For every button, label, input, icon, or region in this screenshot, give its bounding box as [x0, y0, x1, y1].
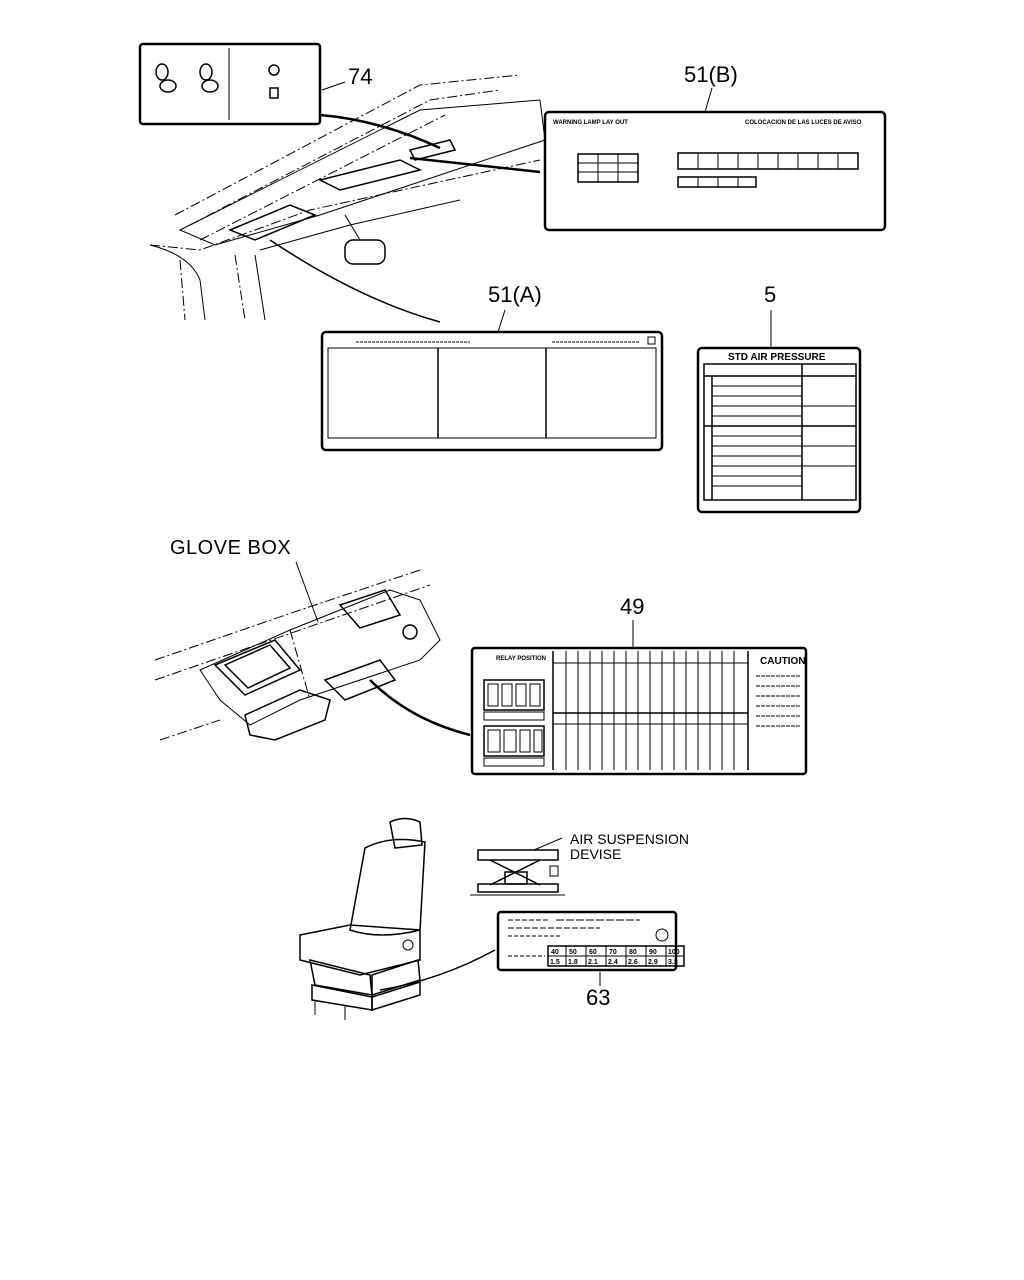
air-suspension-drawing: AIR SUSPENSION DEVISE	[470, 831, 689, 896]
cab-ceiling-drawing	[149, 74, 546, 323]
label-51a: 51(A)	[320, 282, 664, 452]
suspension-table: 40 50 60 70 80 90 100 1.5 1.8 2.1 2.4 2.…	[508, 945, 685, 967]
glove-box-caption: GLOVE BOX	[170, 537, 291, 559]
fuse-block-lower	[483, 725, 545, 767]
table-cell: 2.9	[648, 959, 658, 966]
table-cell: 80	[629, 949, 637, 956]
lamp-grid-left	[577, 153, 639, 183]
label-51b: 51(B) WARNING LAMP LAY OUT COLOCACION DE…	[543, 62, 887, 232]
callout-74: 74	[348, 64, 372, 89]
callout-5: 5	[764, 282, 776, 307]
label-49: 49 RELAY POSITION	[470, 594, 808, 776]
label-74: 74	[138, 42, 372, 126]
lamp-grid-right	[677, 152, 859, 188]
callout-51b: 51(B)	[684, 62, 738, 87]
pressure-rows	[712, 385, 856, 487]
label-5: 5 STD AIR PRESSURE	[696, 282, 862, 514]
callout-51a: 51(A)	[488, 282, 542, 307]
std-air-pressure-title: STD AIR PRESSURE	[728, 352, 826, 363]
glove-box-drawing: GLOVE BOX	[154, 537, 471, 741]
table-cell: 50	[569, 949, 577, 956]
air-suspension-caption-2: DEVISE	[570, 846, 621, 862]
table-cell: 2.6	[628, 959, 638, 966]
fuse-block-upper	[483, 679, 545, 721]
seatbelt-icon	[155, 63, 219, 93]
table-cell: 40	[551, 949, 559, 956]
seat-drawing	[299, 817, 496, 1020]
table-cell: 1.5	[550, 959, 560, 966]
table-cell: 2.4	[608, 959, 618, 966]
table-cell: 3.2	[668, 959, 678, 966]
warning-light-icon	[268, 64, 280, 99]
table-cell: 100	[668, 949, 680, 956]
table-cell: 70	[609, 949, 617, 956]
fuse-columns	[565, 651, 735, 770]
air-suspension-caption-1: AIR SUSPENSION	[570, 831, 689, 847]
caution-title: CAUTION	[760, 656, 806, 667]
table-cell: 90	[649, 949, 657, 956]
callout-49: 49	[620, 594, 644, 619]
warning-lamp-title: WARNING LAMP LAY OUT	[553, 120, 628, 126]
warning-lamp-spanish: COLOCACION DE LAS LUCES DE AVISO	[745, 120, 862, 126]
label-63: 40 50 60 70 80 90 100 1.5 1.8 2.1 2.4 2.…	[496, 910, 685, 1010]
table-cell: 1.8	[568, 959, 578, 966]
table-cell: 60	[589, 949, 597, 956]
callout-63: 63	[586, 985, 610, 1010]
table-cell: 2.1	[588, 959, 598, 966]
relay-position-title: RELAY POSITION	[496, 656, 546, 662]
